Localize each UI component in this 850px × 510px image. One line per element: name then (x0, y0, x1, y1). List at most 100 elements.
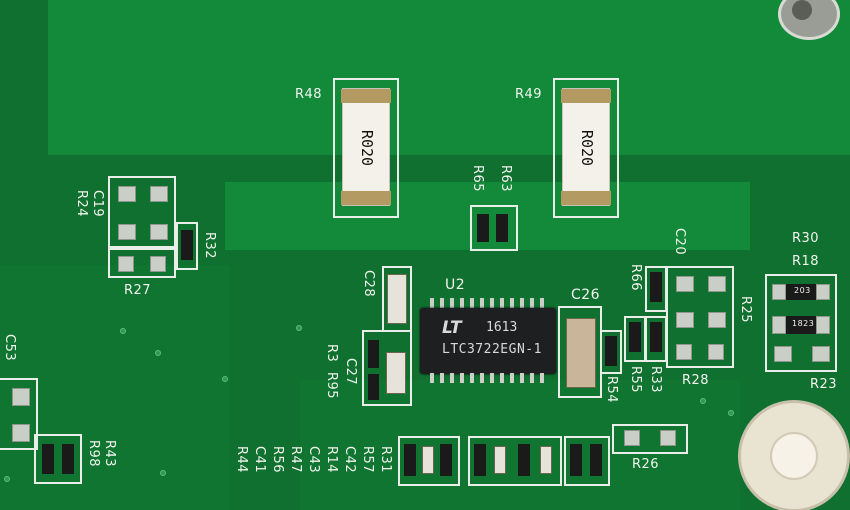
via (222, 376, 228, 382)
u2-pins-bottom (428, 373, 552, 385)
r30-code: 203 (794, 286, 811, 295)
r43-resistor (42, 444, 54, 474)
r18-label: R18 (792, 254, 820, 269)
mounting-screw (792, 0, 812, 20)
r30-r18-outline (765, 274, 837, 372)
c43-capacitor (540, 446, 552, 474)
r33-resistor (650, 322, 662, 352)
c53-pad (12, 424, 30, 442)
r24-pad (118, 224, 136, 240)
r65-resistor (477, 214, 489, 242)
r66-resistor (650, 272, 662, 302)
via (160, 470, 166, 476)
bottom-row-outline-2 (468, 436, 562, 486)
c-bottom-capacitor (422, 446, 434, 474)
r49-label: R49 (515, 87, 543, 102)
r48-label: R48 (295, 87, 323, 102)
r49-marking: R020 (578, 129, 596, 167)
u2-date-code: 1613 (486, 320, 518, 335)
r18-pad (772, 316, 786, 334)
c53-label: C53 (2, 334, 17, 362)
u2-pins-top (428, 298, 552, 310)
r28-pad (708, 344, 724, 360)
bottom-row-outline-3 (564, 436, 610, 486)
r98-resistor (62, 444, 74, 474)
r27-pad (150, 256, 166, 272)
r32-resistor (181, 230, 193, 260)
r32-outline (176, 222, 198, 270)
r57-label: R57 (360, 446, 375, 474)
r55-label: R55 (628, 366, 643, 394)
r55-resistor (629, 322, 641, 352)
r26-outline (612, 424, 688, 454)
r47-resistor (518, 444, 530, 476)
r44-resistor (590, 444, 602, 476)
r24-pad (150, 224, 168, 240)
r48-resistor: R020 (341, 88, 391, 206)
r30-resistor (786, 284, 816, 300)
c20-pad (708, 276, 726, 292)
r26-pad (624, 430, 640, 446)
r30-label: R30 (792, 231, 820, 246)
c42-capacitor (494, 446, 506, 474)
r18-resistor (786, 316, 816, 334)
via (120, 328, 126, 334)
r26-pad (660, 430, 676, 446)
r28-label: R28 (682, 373, 710, 388)
r3-label: R3 (324, 344, 339, 363)
c53-pad (12, 388, 30, 406)
c27-label: C27 (343, 358, 358, 386)
r44-label: R44 (234, 446, 249, 474)
r32-label: R32 (202, 232, 217, 260)
r3-resistor (368, 340, 379, 368)
r54-outline (600, 330, 622, 374)
r24-label: R24 (74, 190, 89, 218)
r31-label: R31 (378, 446, 393, 474)
r66-label: R66 (628, 264, 643, 292)
r25-pad (708, 312, 726, 328)
c20-pad (676, 276, 694, 292)
copper-pour-top (48, 0, 850, 155)
r18-pad (816, 316, 830, 334)
r25-label: R25 (738, 296, 753, 324)
r65-r63-outline (470, 205, 518, 251)
c26-label: C26 (571, 287, 601, 303)
r49-resistor: R020 (561, 88, 611, 206)
r30-pad (772, 284, 786, 300)
r3-r95-outline (362, 330, 412, 406)
c28-label: C28 (361, 270, 376, 298)
c19-outline (108, 176, 176, 248)
c43-label: C43 (306, 446, 321, 474)
r27-pad (118, 256, 134, 272)
r23-pad (812, 346, 830, 362)
r56-label: R56 (270, 446, 285, 474)
c28-capacitor (387, 274, 407, 324)
r25-pad (676, 312, 694, 328)
r27-label: R27 (124, 283, 152, 298)
r48-marking: R020 (358, 129, 376, 167)
via (4, 476, 10, 482)
via (155, 350, 161, 356)
c26-capacitor (566, 318, 596, 388)
via (700, 398, 706, 404)
r18-code: 1823 (792, 319, 815, 328)
standoff-center (770, 432, 818, 480)
u2-ic: LT 1613 LTC3722EGN-1 (420, 308, 556, 374)
r14-label: R14 (324, 446, 339, 474)
c41-label: C41 (252, 446, 267, 474)
r43-label: R43 (102, 440, 117, 468)
r49-outline (553, 78, 619, 218)
r65-label: R65 (470, 165, 485, 193)
r28-pad (676, 344, 692, 360)
r33-label: R33 (648, 366, 663, 394)
r57-resistor (440, 444, 452, 476)
r54-resistor (605, 336, 617, 366)
r47-label: R47 (288, 446, 303, 474)
copper-pour-left (0, 265, 230, 510)
r26-label: R26 (632, 457, 660, 472)
via (728, 410, 734, 416)
u2-logo: LT (442, 318, 462, 338)
c53-outline (0, 378, 38, 450)
r56-resistor (570, 444, 582, 476)
